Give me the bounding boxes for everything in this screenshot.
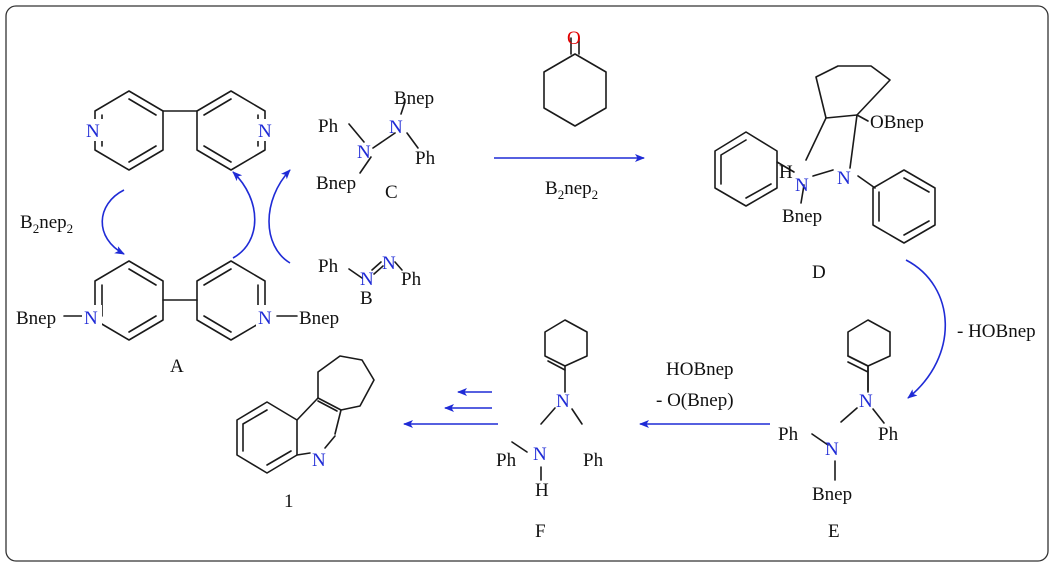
compound-f-ph-left: Ph <box>496 450 517 471</box>
compound-d-h: H <box>779 162 793 183</box>
compound-a-n-left: N <box>84 308 98 329</box>
product-1-nitrogen: N <box>312 450 326 471</box>
compound-d-obnep: OBnep <box>870 112 924 133</box>
compound-e-n2: N <box>859 391 873 412</box>
reagent-hobnep: HOBnep <box>666 359 734 380</box>
compound-c-n2: N <box>389 117 403 138</box>
compound-d-n1: N <box>795 175 809 196</box>
compound-d-n2: N <box>837 168 851 189</box>
scheme-frame <box>5 5 1049 562</box>
reagent-elimination: - HOBnep <box>957 321 1036 342</box>
bipyridine-n-left: N <box>86 121 100 142</box>
product-1-structure <box>236 355 375 474</box>
reagent-o-bnep: - O(Bnep) <box>656 390 734 411</box>
compound-f-label: F <box>535 521 546 542</box>
cyclohexanone-oxygen: O <box>567 28 581 49</box>
compound-f-n2: N <box>556 391 570 412</box>
compound-e-ph-right: Ph <box>878 424 899 445</box>
compound-d-structure <box>714 65 936 244</box>
compound-f-h: H <box>535 480 549 501</box>
compound-e-ph-left: Ph <box>778 424 799 445</box>
compound-e-n1: N <box>825 439 839 460</box>
compound-b-ph-left: Ph <box>318 256 339 277</box>
compound-e-bnep: Bnep <box>812 484 852 505</box>
bipyridine-n-right: N <box>258 121 272 142</box>
compound-c-n1: N <box>357 142 371 163</box>
arrow-a-to-bipyridine <box>232 171 256 259</box>
bipyridine-structure <box>94 90 266 171</box>
product-1-label: 1 <box>284 491 294 512</box>
arrow-d-to-e <box>905 259 947 399</box>
compound-e-structure <box>811 319 891 481</box>
compound-b-structure <box>348 261 403 279</box>
compound-a-label: A <box>170 356 184 377</box>
compound-b-n1: N <box>360 269 374 290</box>
compound-a-bnep-right: Bnep <box>299 308 339 329</box>
cyclohexanone-structure <box>543 37 607 127</box>
compound-c-bnep-top: Bnep <box>394 88 434 109</box>
compound-f-structure <box>511 319 588 481</box>
compound-c-ph-left: Ph <box>318 116 339 137</box>
reagent-b2nep2-left: B2nep2 <box>20 212 73 236</box>
arrow-b-to-c <box>268 169 291 264</box>
compound-c-structure <box>348 101 419 174</box>
compound-b-ph-right: Ph <box>401 269 422 290</box>
compound-a-bnep-left: Bnep <box>16 308 56 329</box>
compound-d-bnep: Bnep <box>782 206 822 227</box>
compound-e-label: E <box>828 521 840 542</box>
compound-b-n2: N <box>382 253 396 274</box>
compound-f-ph-right: Ph <box>583 450 604 471</box>
compound-c-ph-right: Ph <box>415 148 436 169</box>
reagent-b2nep2-top: B2nep2 <box>545 178 598 202</box>
compound-b-label: B <box>360 288 373 309</box>
compound-c-label: C <box>385 182 398 203</box>
compound-c-bnep-bottom: Bnep <box>316 173 356 194</box>
compound-f-n1: N <box>533 444 547 465</box>
compound-d-label: D <box>812 262 826 283</box>
arrow-bipyridine-to-a <box>101 189 125 255</box>
compound-a-n-right: N <box>258 308 272 329</box>
